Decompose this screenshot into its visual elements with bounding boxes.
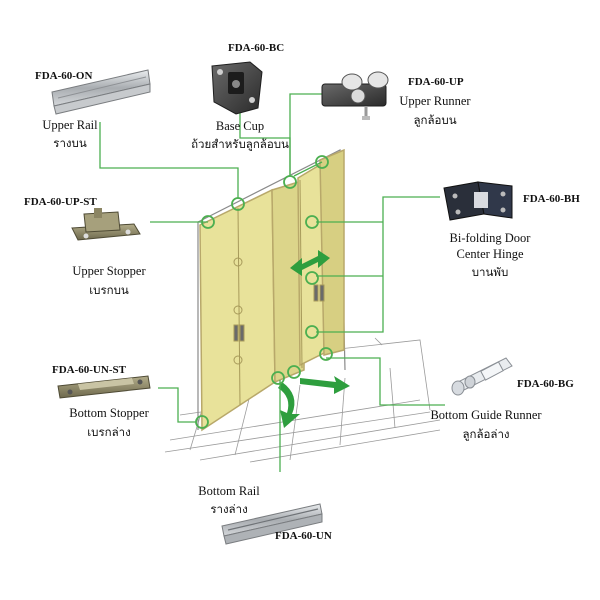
center-hinge-illustration (443, 181, 513, 221)
bottom-rail-name: Bottom Rail (198, 484, 260, 498)
guide-runner-code: FDA-60-BG (517, 378, 574, 390)
guide-runner-name: Bottom Guide Runner (430, 408, 542, 422)
upper-rail-name: Upper Rail (42, 118, 98, 132)
base-cup-name: Base Cup (215, 119, 265, 133)
bottom-stopper-name: Bottom Stopper (69, 406, 149, 420)
upper-stopper-illustration (71, 208, 141, 241)
center-door-panel (271, 178, 306, 384)
center-hinge-name-line1: Bi-folding Door (449, 231, 531, 245)
upper-runner-name: Upper Runner (399, 94, 471, 108)
upper-runner-illustration (321, 71, 389, 120)
bottom-rail-name-th: รางล่าง (210, 502, 248, 516)
base-cup-code: FDA-60-BC (228, 42, 285, 54)
leader-bottom-stopper (158, 387, 196, 423)
upper-stopper-name: Upper Stopper (72, 264, 146, 278)
base-cup-name-th: ถ้วยสำหรับลูกล้อบน (191, 137, 289, 151)
upper-runner-name-th: ลูกล้อบน (413, 113, 457, 127)
movement-arrows (278, 250, 350, 428)
center-hinge-name-line2: Center Hinge (456, 247, 524, 261)
bottom-rail-illustration (221, 503, 323, 545)
base-cup-illustration (211, 61, 263, 115)
leader-upper-rail (99, 122, 239, 198)
upper-stopper-code: FDA-60-UP-ST (24, 196, 97, 208)
upper-rail-code: FDA-60-ON (35, 70, 93, 82)
center-hinge-code: FDA-60-BH (523, 193, 580, 205)
bottom-stopper-name-th: เบรกล่าง (87, 425, 131, 439)
guide-runner-name-th: ลูกล้อล่าง (462, 427, 510, 441)
right-door-panel-2 (319, 148, 345, 356)
upper-stopper-name-th: เบรกบน (89, 283, 129, 297)
leader-center-hinge (316, 196, 440, 333)
guide-runner-illustration (451, 357, 513, 396)
leader-lines (99, 93, 445, 472)
leader-markers (195, 155, 333, 429)
bottom-rail-code: FDA-60-UN (275, 530, 332, 542)
upper-rail-illustration (51, 69, 151, 115)
upper-runner-code: FDA-60-UP (408, 76, 464, 88)
floor-tiles (164, 337, 441, 463)
upper-rail-name-th: รางบน (53, 136, 87, 150)
bottom-stopper-illustration (57, 375, 151, 399)
leader-guide-runner (326, 357, 445, 406)
bottom-stopper-code: FDA-60-UN-ST (52, 364, 126, 376)
center-hinge-name-th: บานพับ (471, 265, 509, 279)
